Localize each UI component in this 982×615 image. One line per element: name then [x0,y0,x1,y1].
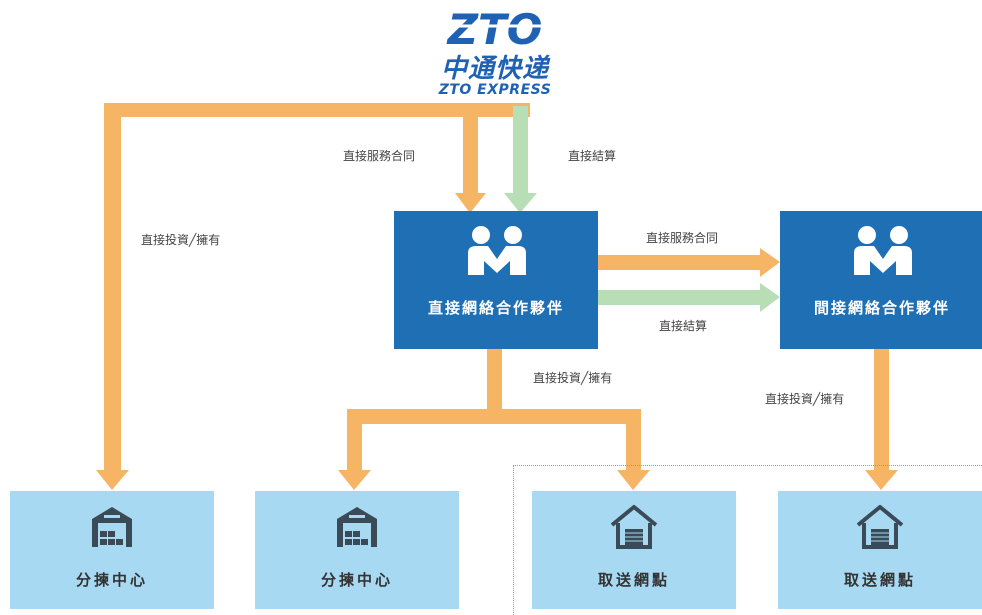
svg-text:ZTO: ZTO [446,6,543,50]
direct-branch-right [626,409,641,471]
partner-settlement-line [596,290,760,305]
pickup-network-boundary [513,465,982,615]
settlement-line [513,106,528,193]
zto-mark-icon: ZTO [446,5,550,54]
direct-branch-right-arrowhead [617,470,650,490]
zto-contract-line [463,117,478,193]
warehouse-icon [337,507,377,547]
direct-investment-line [487,347,502,412]
pickup-point-1: 取送網點 [532,491,736,609]
handshake-icon [468,226,526,275]
logo-chinese: 中通快递 [440,54,549,84]
zto-logo: ZTO 中通快递 ZTO EXPRESS [430,5,560,98]
label-partner-contract: 直接服務合同 [646,231,719,245]
label-indirect-investment: 直接投資╱擁有 [765,392,845,406]
facility-title: 取送網點 [843,571,916,589]
sorting-center-2: 分揀中心 [255,491,459,609]
partner-settlement-arrowhead [760,283,780,312]
facility-title: 分揀中心 [320,571,393,589]
zto-investment-line [104,103,121,473]
label-zto-investment: 直接投資╱擁有 [141,233,221,247]
direct-branch-left [347,409,362,471]
indirect-investment-arrowhead [865,470,898,490]
indirect-partner-box: 間接網絡合作夥伴 [780,211,982,349]
label-zto-contract: 直接服務合同 [343,149,416,163]
zto-contract-arrowhead [455,193,486,213]
facility-title: 分揀中心 [75,571,148,589]
indirect-investment-line [874,347,889,471]
settlement-arrowhead [504,193,537,213]
partner-contract-line [596,255,760,270]
direct-partner-title: 直接網絡合作夥伴 [427,299,564,317]
pickup-point-2: 取送網點 [778,491,982,609]
label-zto-settlement: 直接結算 [568,149,617,163]
direct-branch-left-arrowhead [338,470,371,490]
facility-title: 取送網點 [597,571,670,589]
warehouse-icon [92,507,132,547]
direct-investment-branch [347,409,641,424]
partner-contract-arrowhead [760,248,780,277]
house-icon [856,505,904,549]
label-direct-investment: 直接投資╱擁有 [533,371,613,385]
sorting-center-1: 分揀中心 [10,491,214,609]
house-icon [610,505,658,549]
zto-investment-arrowhead [96,470,129,490]
direct-partner-box: 直接網絡合作夥伴 [394,211,598,349]
zto-horizontal-bar [104,103,530,117]
logo-english: ZTO EXPRESS [438,82,552,98]
handshake-icon [854,226,912,275]
indirect-partner-title: 間接網絡合作夥伴 [813,299,950,317]
label-partner-settlement: 直接結算 [659,319,708,333]
